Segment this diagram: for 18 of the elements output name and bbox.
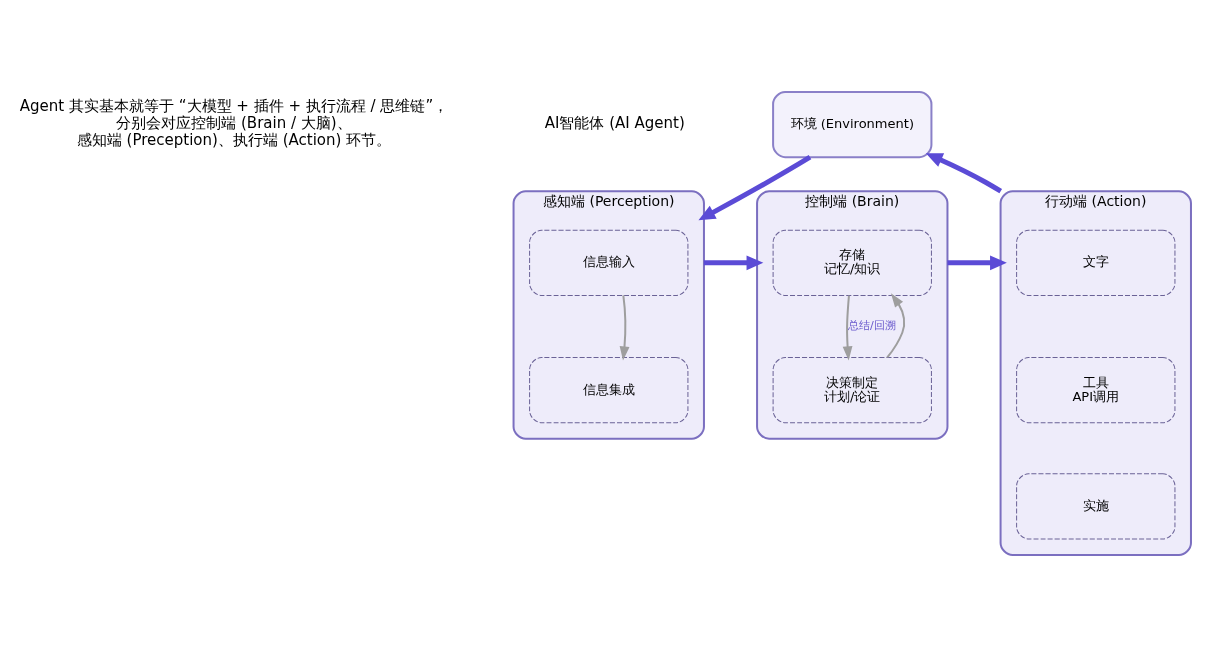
arrow <box>619 293 630 361</box>
node-box: 决策制定 计划/论证 <box>772 356 932 423</box>
arrow <box>703 255 764 270</box>
arrow <box>698 154 812 220</box>
label: Agent 其实基本就等于 “大模型 + 插件 + 执行流程 / 思维链”，分别会对应控制端 (Brain / 大脑)、感知端 (Preception)、执行端 (Action) 环节。 <box>19 96 449 149</box>
arrow <box>886 292 906 358</box>
arrow <box>842 294 853 360</box>
node-box: 信息输入 <box>529 229 689 296</box>
node-box: 环境 (Environment) <box>772 90 933 158</box>
node-box: 文字 <box>1016 229 1176 296</box>
node-box: 实施 <box>1016 472 1176 539</box>
edge-label: 总结/回溯 <box>847 318 896 332</box>
arrow <box>925 152 1003 193</box>
arrow <box>947 255 1007 270</box>
node-box: 信息集成 <box>529 356 689 423</box>
label: AI智能体 (AI Agent) <box>544 113 685 132</box>
node-box: 存储 记忆/知识 <box>772 229 932 296</box>
node-box: 工具 API调用 <box>1016 356 1176 423</box>
